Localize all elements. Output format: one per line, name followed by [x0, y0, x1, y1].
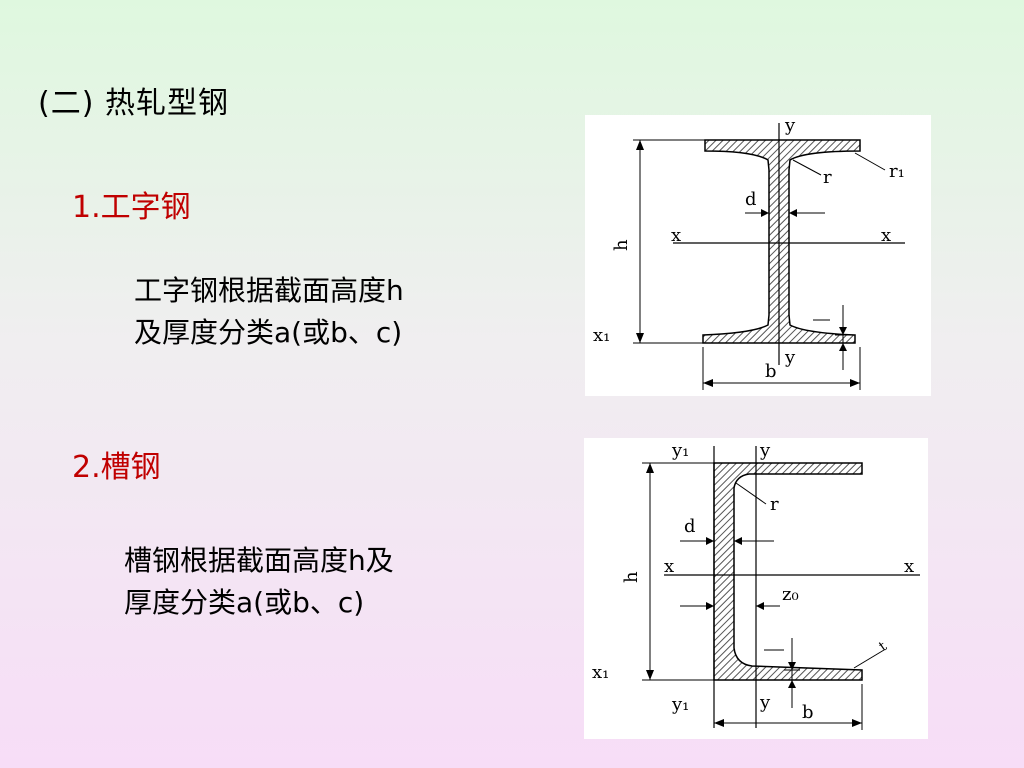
i-beam-h-label: h	[611, 239, 632, 251]
channel-description-line1: 槽钢根据截面高度h及	[124, 544, 394, 577]
channel-section-diagram: y₁ y y₁ y x x h d r z₀ x₁ b t	[584, 438, 928, 739]
i-beam-x1-label: x₁	[593, 325, 610, 346]
channel-description: 槽钢根据截面高度h及 厚度分类a(或b、c)	[124, 540, 394, 624]
i-beam-x-left-label: x	[671, 225, 681, 246]
section-heading-channel: 2.槽钢	[72, 450, 161, 485]
i-beam-r-label: r	[823, 167, 832, 188]
i-beam-profile	[702, 139, 861, 344]
channel-y-bottom-label: y	[759, 692, 771, 713]
channel-x1-label: x₁	[592, 662, 609, 683]
channel-x-left-label: x	[664, 556, 674, 577]
channel-b-label: b	[802, 702, 814, 723]
channel-profile	[713, 462, 863, 681]
i-beam-b-label: b	[765, 361, 777, 382]
i-beam-d-label: d	[745, 189, 757, 210]
i-beam-y-top-label: y	[784, 115, 796, 136]
i-beam-description-line1: 工字钢根据截面高度h	[134, 274, 404, 307]
i-beam-description-line2: 及厚度分类a(或b、c)	[134, 316, 403, 349]
channel-y-top-label: y	[759, 440, 771, 461]
channel-z0-label: z₀	[782, 584, 799, 605]
i-beam-description: 工字钢根据截面高度h 及厚度分类a(或b、c)	[134, 270, 404, 354]
channel-t-label: t	[876, 638, 890, 655]
i-beam-r1-label: r₁	[889, 161, 905, 182]
channel-description-line2: 厚度分类a(或b、c)	[124, 586, 365, 619]
channel-d-label: d	[684, 516, 696, 537]
i-beam-section-diagram: y y x x h d r r₁ x₁ b	[585, 115, 931, 396]
channel-x-right-label: x	[904, 556, 914, 577]
channel-h-label: h	[621, 571, 642, 583]
channel-y1-top-label: y₁	[671, 440, 689, 461]
slide-title: (二) 热轧型钢	[38, 86, 229, 121]
i-beam-y-bottom-label: y	[784, 347, 796, 368]
channel-y1-bottom-label: y₁	[671, 694, 689, 715]
channel-r-label: r	[770, 494, 779, 515]
section-heading-i-beam: 1.工字钢	[72, 190, 191, 225]
i-beam-x-right-label: x	[881, 225, 891, 246]
